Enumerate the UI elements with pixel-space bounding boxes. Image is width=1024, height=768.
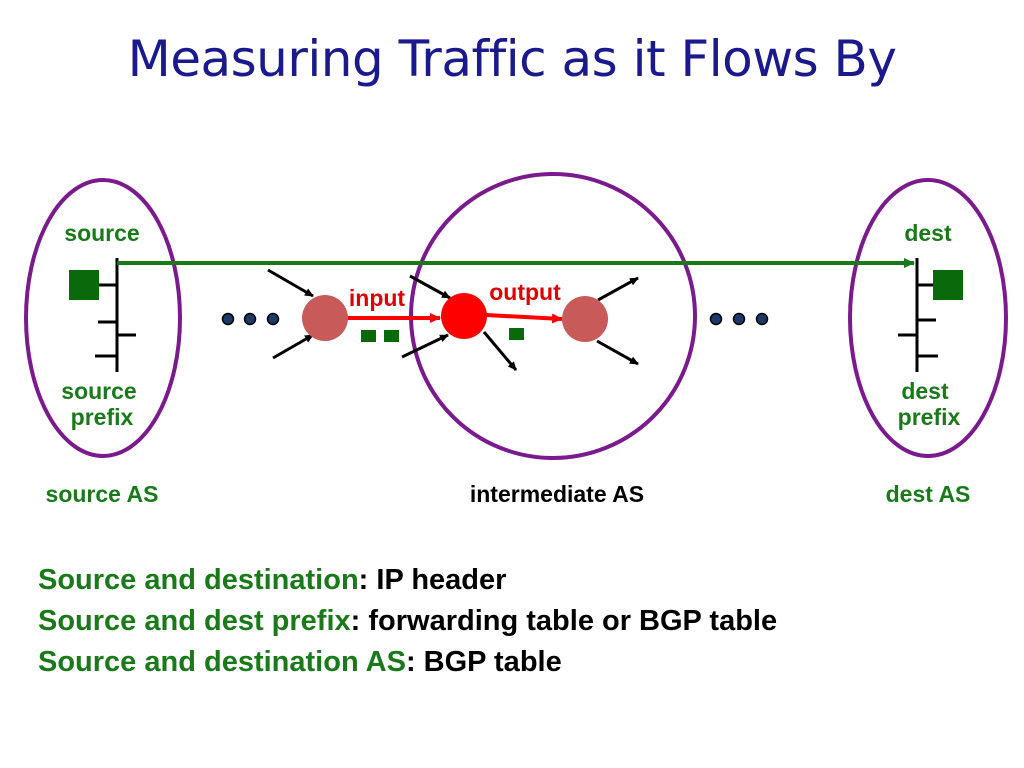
- legend-term: Source and dest prefix: [38, 605, 351, 637]
- intermediate-as-label: intermediate AS: [470, 481, 644, 507]
- legend-desc: : IP header: [358, 564, 507, 596]
- legend-term: Source and destination AS: [38, 646, 406, 678]
- legend-desc: : forwarding table or BGP table: [350, 605, 778, 637]
- source-prefix-label-line1: source: [61, 378, 136, 404]
- input-packet-2: [384, 330, 399, 342]
- source-prefix-label-line2: prefix: [71, 404, 134, 430]
- legend-desc: : BGP table: [405, 646, 562, 678]
- output-link-arrow: [485, 313, 563, 324]
- dest-prefix-label-line1: dest: [901, 378, 949, 404]
- ellipsis-left: [221, 312, 280, 326]
- dest-as-boundary: [848, 178, 1008, 458]
- source-as-label: source AS: [46, 481, 159, 507]
- source-subnet: [69, 258, 136, 372]
- legend-term: Source and destination: [38, 564, 359, 596]
- legend-item-forwarding-table: Source and dest prefix: forwarding table…: [38, 601, 777, 642]
- legend-item-ip-header: Source and destination: IP header: [38, 560, 777, 601]
- input-packet-1: [361, 330, 376, 342]
- output-packet: [509, 328, 524, 340]
- source-label: source: [64, 220, 139, 246]
- dest-host: [933, 270, 963, 300]
- upstream-router: [302, 295, 348, 341]
- source-as-boundary: [24, 178, 182, 458]
- output-label: output: [489, 279, 561, 305]
- legend-item-bgp-table: Source and destination AS: BGP table: [38, 642, 777, 683]
- traffic-arrows: [267, 268, 639, 371]
- dest-prefix-label-line2: prefix: [898, 404, 961, 430]
- measuring-router: [441, 293, 487, 339]
- downstream-router: [562, 296, 608, 342]
- source-host: [69, 270, 99, 300]
- dest-subnet: [898, 258, 963, 372]
- dest-label: dest: [904, 220, 952, 246]
- legend-list: Source and destination: IP header Source…: [38, 560, 777, 683]
- input-label: input: [349, 285, 406, 311]
- dest-as-label: dest AS: [886, 481, 971, 507]
- ellipsis-right: [709, 312, 769, 326]
- page-title: Measuring Traffic as it Flows By: [127, 30, 897, 88]
